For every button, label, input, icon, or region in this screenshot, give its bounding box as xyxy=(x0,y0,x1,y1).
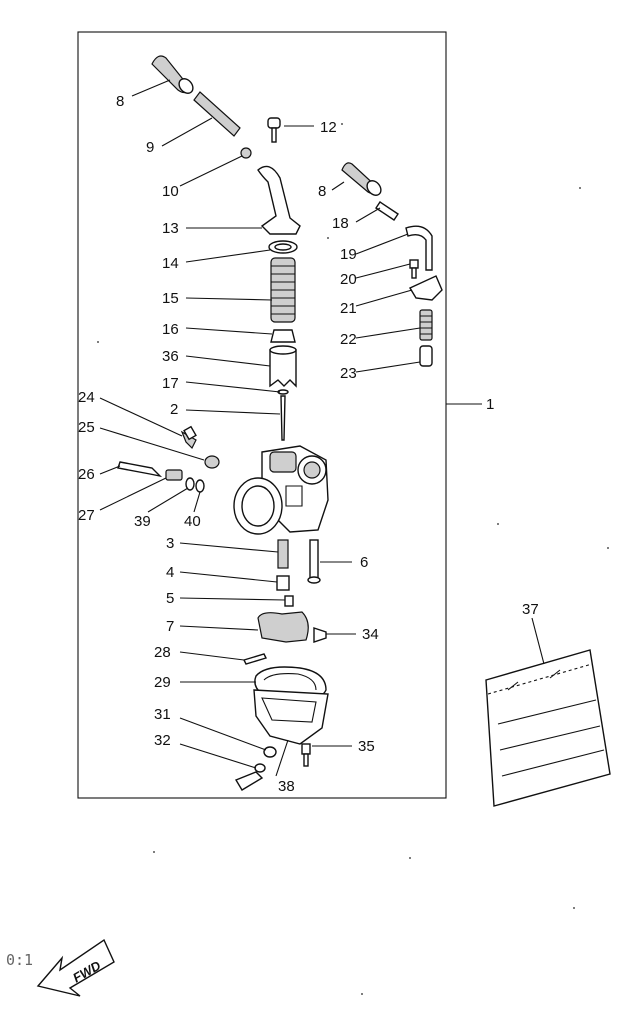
carburetor-body xyxy=(233,445,329,535)
part-4-main-jet xyxy=(276,575,290,591)
callout-23: 23 xyxy=(340,365,357,382)
callout-9: 9 xyxy=(146,139,154,156)
float-bowl xyxy=(253,689,329,745)
callout-16: 16 xyxy=(162,321,179,338)
fwd-arrow-icon: FWD xyxy=(36,938,115,997)
part-15-spring xyxy=(270,257,296,323)
callout-8-right: 8 xyxy=(318,183,326,200)
part-28-pin xyxy=(243,653,267,665)
callout-3: 3 xyxy=(166,535,174,552)
callout-36: 36 xyxy=(162,348,179,365)
callout-20: 20 xyxy=(340,271,357,288)
callout-22: 22 xyxy=(340,331,357,348)
part-19-cable-pipe xyxy=(405,225,433,271)
part-3-needle-jet xyxy=(277,539,289,569)
callout-10: 10 xyxy=(162,183,179,200)
part-7-float xyxy=(257,611,309,643)
assembly-frame xyxy=(77,31,447,799)
callout-29: 29 xyxy=(154,674,171,691)
part-40-o-ring xyxy=(195,479,205,493)
callout-26: 26 xyxy=(78,466,95,483)
part-27-spring xyxy=(165,469,183,481)
callout-32: 32 xyxy=(154,732,171,749)
part-5-pilot-jet xyxy=(284,595,294,607)
part-34-needle-valve xyxy=(313,627,327,643)
callout-1: 1 xyxy=(486,396,494,413)
callout-labels: 8 9 10 12 13 14 15 16 36 17 2 24 25 26 2… xyxy=(78,93,539,795)
callout-17: 17 xyxy=(162,375,179,392)
part-9-tube xyxy=(193,91,241,137)
callout-7: 7 xyxy=(166,618,174,635)
leader-lines xyxy=(99,79,545,777)
part-39-washer xyxy=(185,477,195,491)
callout-18: 18 xyxy=(332,215,349,232)
callout-27: 27 xyxy=(78,507,95,524)
part-35-screw xyxy=(301,743,311,767)
part-12-screw xyxy=(267,117,281,143)
part-18-adjuster xyxy=(375,201,399,221)
callout-15: 15 xyxy=(162,290,179,307)
callout-24: 24 xyxy=(78,389,95,406)
callout-35: 35 xyxy=(358,738,375,755)
part-21-bracket xyxy=(408,275,443,301)
callout-39: 39 xyxy=(134,513,151,530)
part-25-spring xyxy=(204,455,220,469)
part-8-grip-right xyxy=(341,162,382,196)
part-8-grip xyxy=(151,55,194,94)
callout-21: 21 xyxy=(340,300,357,317)
callout-8-left: 8 xyxy=(116,93,124,110)
part-13-cable-guide xyxy=(257,165,301,235)
part-31-washer xyxy=(263,746,277,758)
part-2-jet-needle xyxy=(280,395,286,441)
part-6-plunger xyxy=(307,539,321,584)
corner-code: 0:1 xyxy=(6,951,33,969)
part-23-plunger xyxy=(419,345,433,367)
callout-5: 5 xyxy=(166,590,174,607)
part-26-screw xyxy=(117,461,163,478)
callout-6: 6 xyxy=(360,554,368,571)
callout-31: 31 xyxy=(154,706,171,723)
part-24-screw xyxy=(180,425,197,450)
callout-37: 37 xyxy=(522,601,539,618)
callout-28: 28 xyxy=(154,644,171,661)
part-37-gasket-kit-bag xyxy=(485,649,611,807)
callout-13: 13 xyxy=(162,220,179,237)
part-38-drain-screw xyxy=(234,771,264,791)
part-10-nut xyxy=(240,147,252,159)
callout-40: 40 xyxy=(184,513,201,530)
callout-14: 14 xyxy=(162,255,179,272)
callout-4: 4 xyxy=(166,564,174,581)
part-36-throttle-slide xyxy=(269,345,297,388)
part-22-spring xyxy=(419,309,433,341)
callout-34: 34 xyxy=(362,626,379,643)
callout-25: 25 xyxy=(78,419,95,436)
callout-2: 2 xyxy=(170,401,178,418)
callout-38: 38 xyxy=(278,778,295,795)
callout-19: 19 xyxy=(340,246,357,263)
callout-12: 12 xyxy=(320,119,337,136)
part-16-retainer xyxy=(270,329,296,343)
part-14-ring xyxy=(268,240,298,254)
part-32-o-ring xyxy=(254,763,266,773)
part-20-screw xyxy=(409,259,419,279)
scan-specks xyxy=(97,123,609,995)
